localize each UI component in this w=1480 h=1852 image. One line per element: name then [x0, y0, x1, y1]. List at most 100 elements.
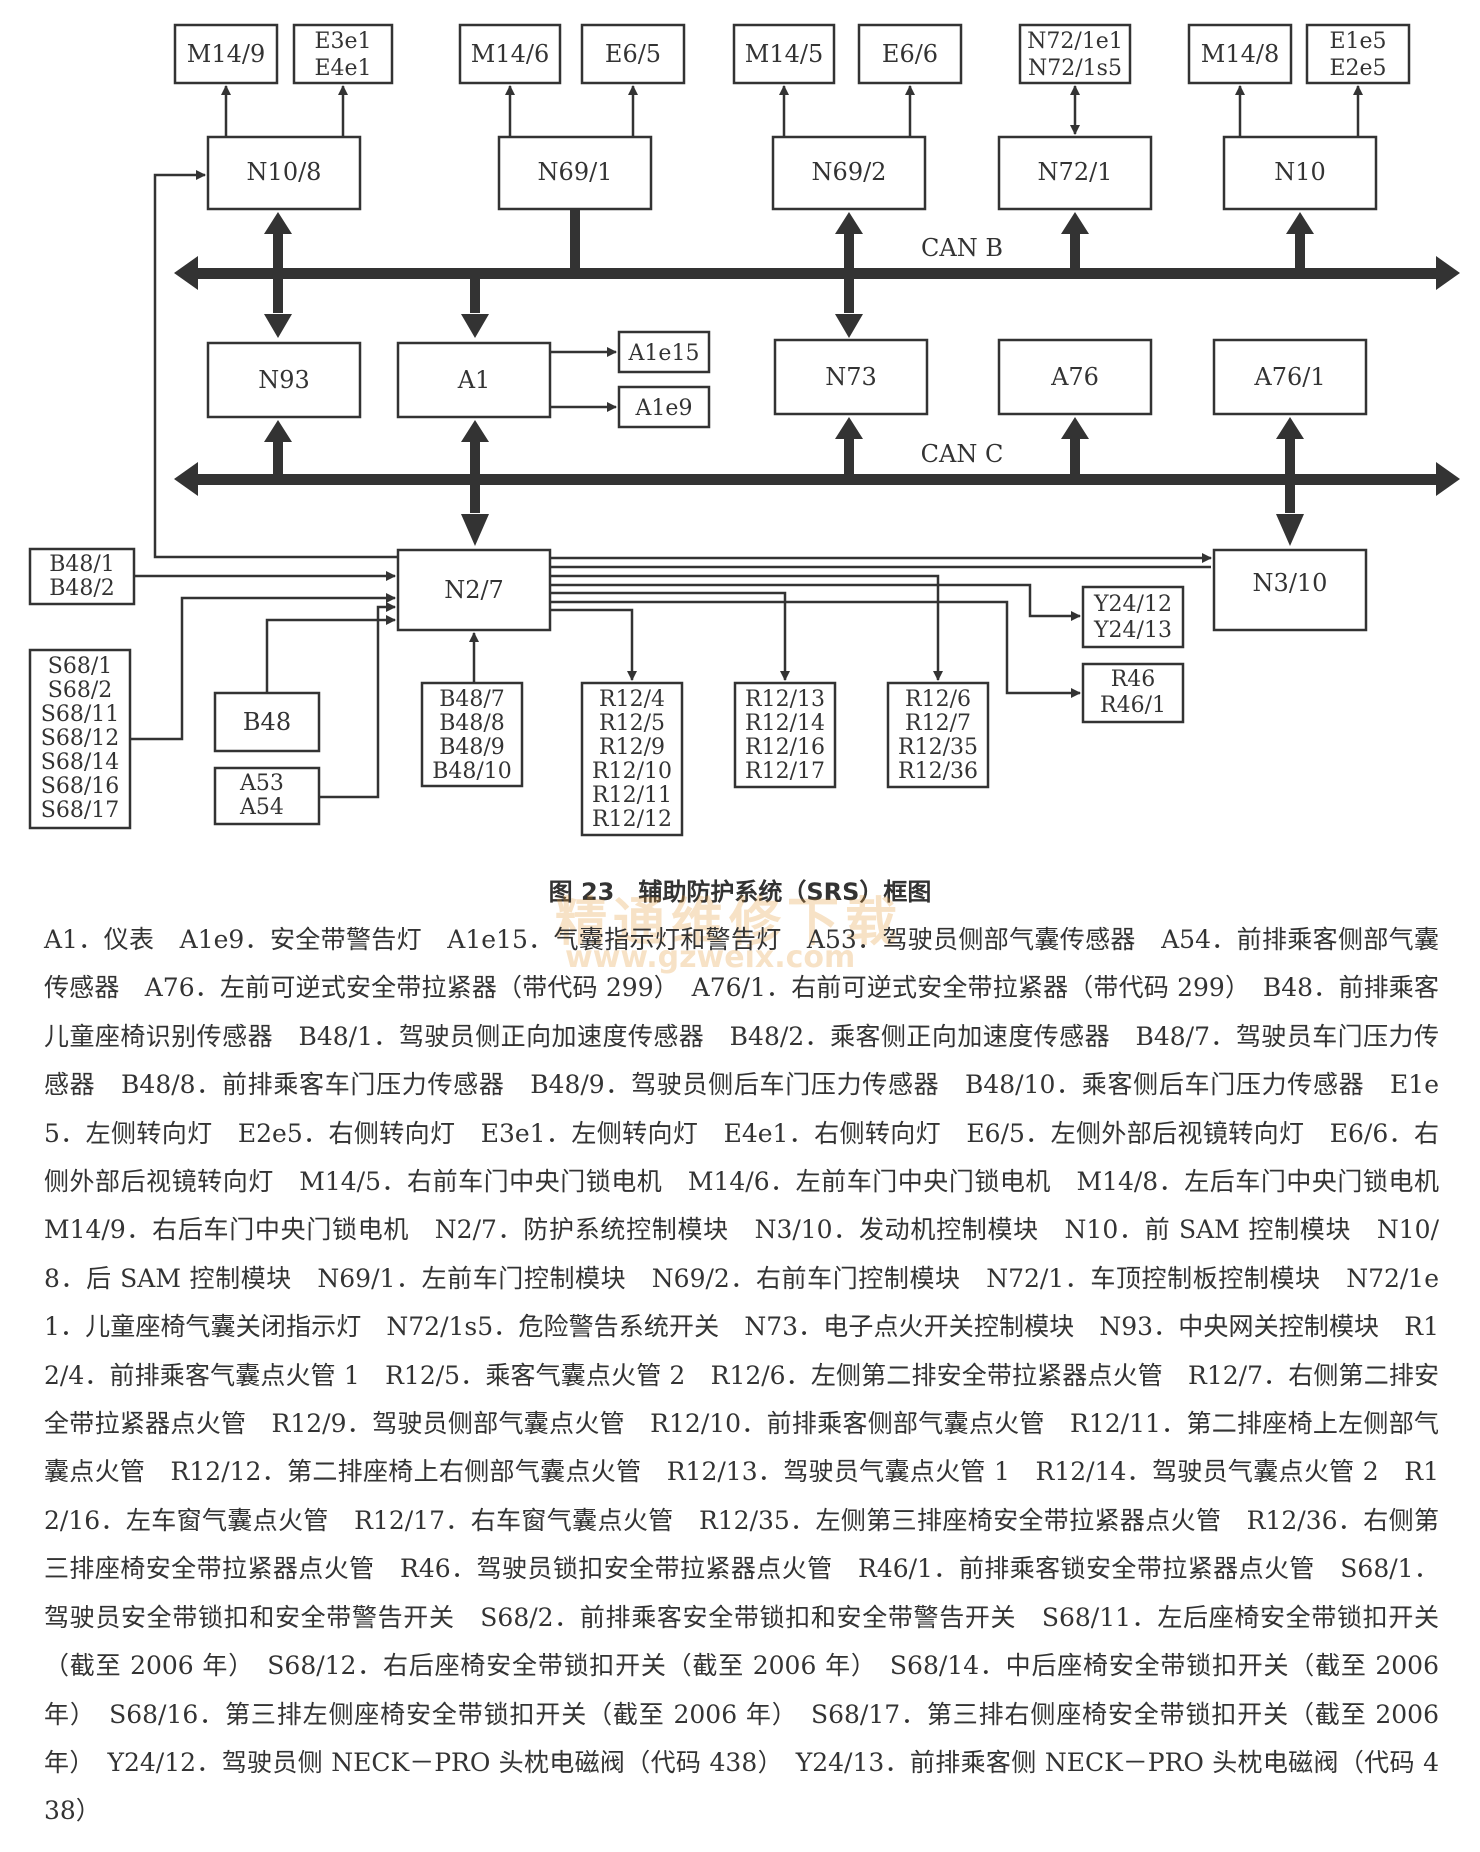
svg-text:E1e5: E1e5	[1329, 29, 1386, 54]
box-a1: A1	[396, 341, 552, 419]
box-r12-group2: R12/13 R12/14 R12/16 R12/17	[733, 681, 837, 789]
svg-text:A54: A54	[239, 795, 284, 820]
svg-text:E3e1: E3e1	[314, 29, 371, 54]
can-b-bus: CAN B	[174, 234, 1460, 290]
svg-text:R12/9: R12/9	[599, 735, 665, 760]
svg-text:A76/1: A76/1	[1253, 363, 1325, 391]
can-b-connectors	[264, 209, 1314, 338]
box-b48-group: B48/7 B48/8 B48/9 B48/10	[420, 681, 524, 788]
box-a76-1: A76/1	[1212, 338, 1368, 416]
box-a76: A76	[997, 338, 1153, 416]
svg-text:R12/10: R12/10	[592, 759, 672, 784]
svg-text:A1e15: A1e15	[628, 341, 700, 366]
svg-text:M14/5: M14/5	[745, 40, 823, 68]
box-n3-10: N3/10	[1212, 548, 1368, 632]
box-e6-5: E6/5	[580, 23, 686, 85]
box-s68-group: S68/1 S68/2 S68/11 S68/12 S68/14 S68/16 …	[28, 648, 132, 830]
svg-text:S68/12: S68/12	[41, 726, 119, 751]
svg-text:R12/36: R12/36	[898, 759, 978, 784]
svg-text:B48/9: B48/9	[439, 735, 505, 760]
box-e1e5-e2e5: E1e5 E2e5	[1305, 23, 1411, 85]
svg-text:N3/10: N3/10	[1253, 569, 1328, 597]
svg-text:S68/2: S68/2	[48, 678, 112, 703]
svg-text:S68/16: S68/16	[41, 774, 119, 799]
box-r46-group: R46 R46/1	[1081, 662, 1185, 724]
can-c-label: CAN C	[921, 440, 1004, 468]
svg-text:B48/2: B48/2	[49, 576, 115, 601]
box-r12-group3: R12/6 R12/7 R12/35 R12/36	[886, 681, 990, 789]
svg-text:N72/1e1: N72/1e1	[1027, 29, 1123, 54]
svg-text:R12/4: R12/4	[599, 687, 665, 712]
svg-text:R12/11: R12/11	[592, 783, 672, 808]
svg-text:S68/1: S68/1	[48, 654, 112, 679]
figure-caption: 图 23 辅助防护系统（SRS）框图	[548, 878, 932, 906]
svg-text:R12/7: R12/7	[905, 711, 971, 736]
svg-text:R12/5: R12/5	[599, 711, 665, 736]
svg-text:B48: B48	[243, 708, 291, 736]
box-n2-7: N2/7	[396, 548, 552, 632]
svg-text:B48/1: B48/1	[49, 552, 115, 577]
box-a53-a54: A53 A54	[213, 766, 321, 826]
svg-text:R12/17: R12/17	[745, 759, 825, 784]
svg-text:R12/6: R12/6	[905, 687, 971, 712]
svg-text:N73: N73	[825, 363, 877, 391]
svg-text:E6/6: E6/6	[882, 40, 938, 68]
svg-text:R46/1: R46/1	[1100, 693, 1166, 718]
svg-text:A53: A53	[239, 771, 284, 796]
svg-text:A1: A1	[457, 366, 491, 394]
svg-text:A1e9: A1e9	[635, 396, 693, 421]
box-n69-1: N69/1	[497, 135, 653, 211]
box-n73: N73	[773, 338, 929, 416]
box-y24-group: Y24/12 Y24/13	[1081, 585, 1185, 649]
svg-text:B48/7: B48/7	[439, 687, 505, 712]
svg-text:R46: R46	[1111, 667, 1156, 692]
svg-text:S68/14: S68/14	[41, 750, 119, 775]
box-a1e15: A1e15	[617, 330, 711, 374]
box-m14-6: M14/6	[458, 23, 562, 85]
box-m14-9: M14/9	[173, 23, 279, 85]
svg-text:R12/12: R12/12	[592, 807, 672, 832]
svg-text:R12/16: R12/16	[745, 735, 825, 760]
box-b48: B48	[213, 691, 321, 753]
box-n72-1e1-n72-1s5: N72/1e1 N72/1s5	[1018, 23, 1132, 85]
svg-text:R12/14: R12/14	[745, 711, 825, 736]
svg-text:N93: N93	[258, 366, 310, 394]
can-c-connectors	[264, 417, 1304, 546]
box-n10-8: N10/8	[206, 135, 362, 211]
box-n10: N10	[1222, 135, 1378, 211]
box-n69-2: N69/2	[771, 135, 927, 211]
svg-text:E2e5: E2e5	[1329, 56, 1386, 81]
svg-text:S68/11: S68/11	[41, 702, 119, 727]
box-r12-group1: R12/4 R12/5 R12/9 R12/10 R12/11 R12/12	[580, 681, 684, 837]
box-e6-6: E6/6	[857, 23, 963, 85]
can-b-label: CAN B	[921, 234, 1003, 262]
svg-text:Y24/13: Y24/13	[1093, 618, 1172, 643]
box-m14-8: M14/8	[1187, 23, 1293, 85]
box-m14-5: M14/5	[732, 23, 836, 85]
svg-text:E6/5: E6/5	[605, 40, 661, 68]
svg-text:B48/8: B48/8	[439, 711, 505, 736]
svg-text:M14/6: M14/6	[471, 40, 549, 68]
box-e3e1-e4e1: E3e1 E4e1	[292, 23, 394, 85]
box-a1e9: A1e9	[617, 385, 711, 429]
svg-text:A76: A76	[1050, 363, 1099, 391]
svg-text:R12/13: R12/13	[745, 687, 825, 712]
svg-text:E4e1: E4e1	[314, 56, 371, 81]
svg-text:B48/10: B48/10	[432, 759, 512, 784]
svg-text:N2/7: N2/7	[444, 576, 504, 604]
box-n93: N93	[206, 341, 362, 419]
svg-text:Y24/12: Y24/12	[1093, 592, 1172, 617]
svg-text:M14/8: M14/8	[1201, 40, 1279, 68]
svg-text:N10/8: N10/8	[247, 158, 322, 186]
svg-text:N72/1s5: N72/1s5	[1028, 56, 1122, 81]
svg-text:N72/1: N72/1	[1038, 158, 1113, 186]
svg-text:S68/17: S68/17	[41, 798, 119, 823]
legend-text: A1．仪表 A1e9．安全带警告灯 A1e15．气囊指示灯和警告灯 A53．驾驶…	[44, 925, 1465, 1826]
box-n72-1: N72/1	[997, 135, 1153, 211]
svg-text:M14/9: M14/9	[187, 40, 265, 68]
svg-text:N10: N10	[1274, 158, 1326, 186]
box-b48-1-2: B48/1 B48/2	[28, 547, 136, 606]
can-c-bus: CAN C	[174, 440, 1460, 496]
svg-text:N69/1: N69/1	[538, 158, 613, 186]
svg-text:N69/2: N69/2	[812, 158, 887, 186]
